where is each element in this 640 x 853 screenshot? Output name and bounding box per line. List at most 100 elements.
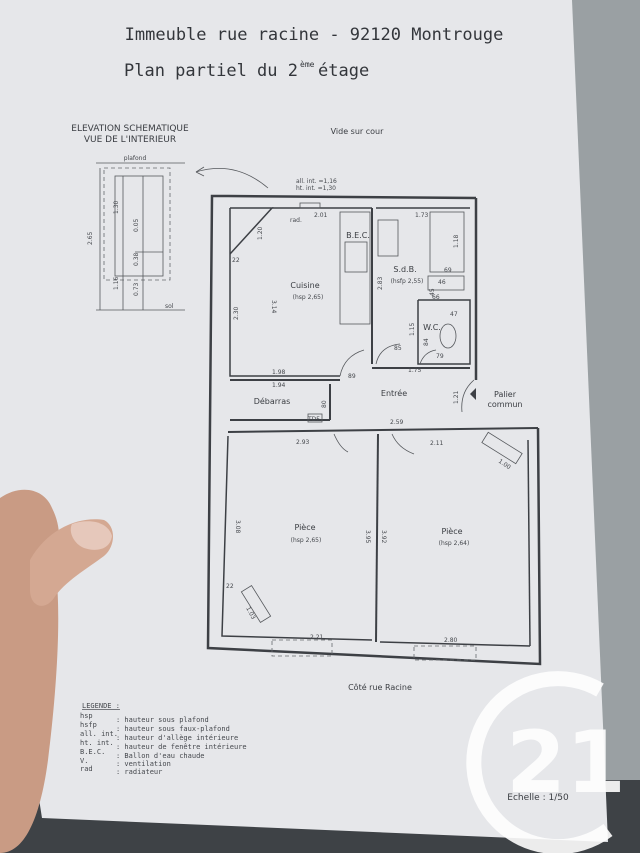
legend-abbr-4: ht. int.: [80, 739, 114, 747]
all-int-label: all. int. =1,16: [296, 178, 337, 185]
elevation-title-1: ELEVATION SCHEMATIQUE: [71, 124, 189, 134]
elev-dim-116: 1.16: [113, 276, 120, 290]
elevation-title-2: VUE DE L'INTERIEUR: [84, 135, 176, 145]
dim-259: 2.59: [390, 419, 404, 426]
dim-22a: 22: [232, 257, 240, 264]
dim-392: 3.92: [380, 530, 387, 544]
kitchen-counter: [339, 211, 371, 325]
thumbnail: [70, 521, 112, 550]
room-sdb: S.d.B.: [393, 265, 416, 274]
rooms-top-wall: [227, 427, 539, 433]
room2-door: [391, 433, 415, 455]
dim-283: 2.83: [377, 276, 384, 290]
dim-198: 1.98: [272, 369, 286, 376]
dim-46: 46: [438, 279, 446, 286]
window-outline: [103, 167, 171, 281]
bottom-side-label: Côté rue Racine: [348, 682, 412, 692]
room-cuisine: Cuisine: [290, 281, 319, 290]
dim-115: 1.15: [409, 322, 416, 336]
dim-308: 3.08: [234, 520, 241, 534]
title-superscript: ème: [300, 59, 315, 69]
ht-int-label: ht. int. =1,30: [296, 185, 336, 192]
dim-173: 1.73: [415, 212, 429, 219]
room-sdb-hsp: (hsfp 2,55): [391, 278, 424, 285]
title-line-1: Immeuble rue racine - 92120 Montrouge: [125, 25, 504, 45]
dim-84: 84: [423, 338, 430, 346]
legend-desc-2: : hauteur sous faux-plafond: [116, 725, 230, 733]
dim-293: 2.93: [296, 439, 310, 446]
elev-dim-265: 2.65: [87, 231, 94, 245]
elevation-plafond: plafond: [124, 155, 147, 162]
room-debarras: Débarras: [254, 396, 291, 406]
elev-dim-005: 0.05: [133, 218, 140, 232]
tdf-box: [307, 413, 323, 423]
wc-door: [419, 349, 437, 365]
legend-abbr-5: B.E.C.: [80, 748, 105, 756]
window-frame: [114, 175, 164, 277]
dim-120: 1.20: [257, 226, 264, 240]
legend-abbr-1: hsp: [80, 712, 93, 720]
legend: LEGENDE : hsp : hauteur sous plafond hsf…: [80, 702, 247, 776]
legend-desc-7: : radiateur: [116, 768, 162, 776]
legend-abbr-3: all. int.: [80, 730, 118, 738]
dim-45: 45: [429, 288, 436, 296]
room1-door: [333, 433, 349, 453]
kitchen-sink: [344, 241, 368, 273]
dim-211: 2.11: [430, 440, 444, 447]
dim-89: 89: [348, 373, 356, 380]
entry-door: [461, 379, 475, 413]
top-side-label: Vide sur cour: [331, 127, 384, 136]
floor-plan: [206, 194, 542, 666]
dim-79: 79: [436, 353, 444, 360]
dim-69: 69: [444, 267, 452, 274]
dim-194: 1.94: [272, 382, 286, 389]
dim-201: 2.01: [314, 212, 328, 219]
elevation-diagram: plafond 2.65 1.30 0.05 0.38 0.73 1.16 so…: [87, 155, 269, 311]
room2-radiator: [481, 431, 523, 465]
rad-label: rad.: [290, 217, 302, 224]
logo-ring: [466, 671, 613, 853]
legend-abbr-7: rad: [80, 765, 93, 773]
legend-desc-5: : Ballon d'eau chaude: [116, 752, 205, 760]
elev-dim-130: 1.30: [113, 200, 120, 214]
room-bec: B.E.C.: [346, 231, 370, 240]
entry-arrow: [470, 388, 476, 400]
dim-80: 80: [321, 400, 328, 408]
title-line-2-suffix: étage: [318, 61, 369, 81]
legend-desc-4: : hauteur de fenêtre intérieure: [116, 743, 247, 751]
scale-label: Echelle : 1/50: [507, 793, 569, 803]
dim-230: 2.30: [233, 306, 240, 320]
rooms-divider: [375, 433, 379, 643]
arrow-head: [195, 166, 205, 177]
kitchen-door: [339, 349, 365, 377]
bath-door: [375, 343, 401, 365]
title-line-2: Plan partiel du 2: [124, 61, 298, 81]
elev-dim-073: 0.73: [133, 282, 140, 296]
dim-118: 1.18: [453, 234, 460, 248]
legend-desc-6: : ventilation: [116, 760, 171, 768]
legend-title: LEGENDE :: [82, 702, 120, 710]
dim-314: 3.14: [270, 300, 277, 314]
century21-logo: 21: [466, 671, 626, 853]
elevation-arrow: [195, 168, 269, 189]
radiator: [299, 202, 321, 209]
room-wc: W.C.: [423, 323, 441, 332]
dim-22b: 22: [226, 583, 234, 590]
dim-280: 2.80: [444, 637, 458, 644]
legend-desc-1: : hauteur sous plafond: [116, 716, 209, 724]
legend-abbr-2: hsfp: [80, 721, 97, 729]
room2-window: [413, 645, 477, 661]
room-cuisine-hsp: (hsp 2,65): [293, 294, 324, 301]
bathtub: [429, 211, 465, 273]
palier-label-1: Palier: [494, 390, 517, 399]
room1-radiator: [240, 585, 272, 623]
dim-85: 85: [394, 345, 402, 352]
legend-desc-3: : hauteur d'allège intérieure: [116, 734, 238, 742]
room-piece-1: Pièce: [294, 522, 315, 532]
room-piece-2: Pièce: [441, 526, 462, 536]
room1-window: [271, 639, 333, 657]
dim-121: 1.21: [453, 390, 460, 404]
dim-66: 66: [432, 294, 440, 301]
washbasin: [377, 219, 399, 257]
